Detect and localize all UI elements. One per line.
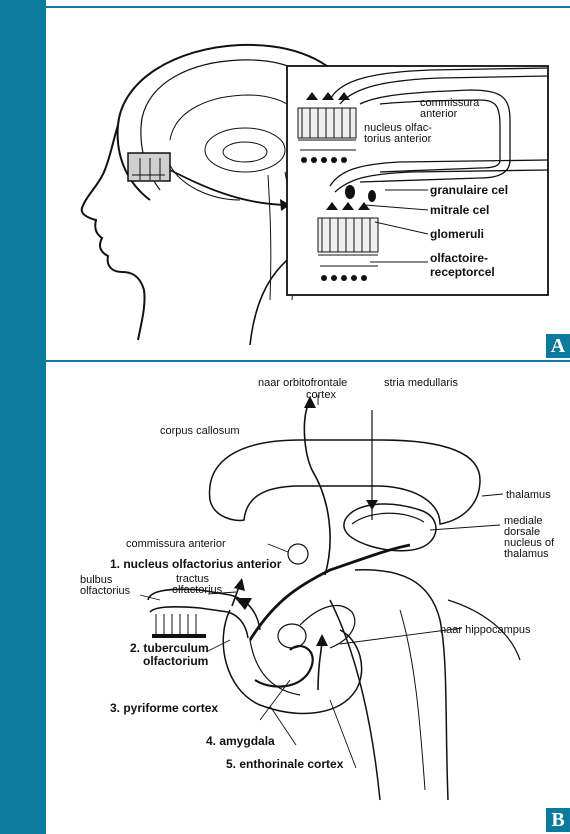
olfactory-pathway-illustration — [140, 395, 520, 800]
label-pyriforme-cortex: 3. pyriforme cortex — [110, 701, 218, 715]
label-granulaire-cel: granulaire cel — [430, 183, 508, 197]
label-nucleus-olfactorius-anterior-b: 1. nucleus olfactorius anterior — [110, 557, 282, 571]
label-nucleus-olfactorius-a-line2: torius anterior — [364, 133, 432, 145]
panel-label-a: A — [546, 334, 570, 358]
panel-label-b: B — [546, 808, 570, 832]
label-glomeruli: glomeruli — [430, 227, 484, 241]
label-enthorinale-cortex: 5. enthorinale cortex — [226, 757, 344, 771]
label-stria-medullaris: stria medullaris — [384, 377, 458, 389]
label-commissura-anterior-a-line2: anterior — [420, 108, 458, 120]
label-thalamus: thalamus — [506, 489, 551, 501]
label-corpus-callosum: corpus callosum — [160, 425, 239, 437]
label-mediale-dorsale-nucleus-line4: thalamus — [504, 548, 549, 560]
olfactory-bulb-inset — [287, 66, 548, 295]
label-tuberculum-olfactorium: 2. tuberculum — [130, 641, 209, 655]
label-commissura-anterior-b: commissura anterior — [126, 538, 226, 550]
label-naar-orbitofrontale-cortex: naar orbitofrontale — [258, 377, 347, 389]
label-tractus-olfactorius-line2: olfactorius — [172, 584, 223, 596]
label-olfactoire-receptorcel: olfactoire- — [430, 251, 488, 265]
label-bulbus-olfactorius-line2: olfactorius — [80, 585, 131, 597]
label-naar-orbitofrontale-cortex-line2: cortex — [306, 389, 336, 401]
label-olfactoire-receptorcel-line2: receptorcel — [430, 265, 495, 279]
label-amygdala: 4. amygdala — [206, 734, 275, 748]
label-tuberculum-olfactorium-line2: olfactorium — [143, 654, 208, 668]
label-naar-hippocampus: naar hippocampus — [440, 624, 531, 636]
label-mitrale-cel: mitrale cel — [430, 203, 489, 217]
